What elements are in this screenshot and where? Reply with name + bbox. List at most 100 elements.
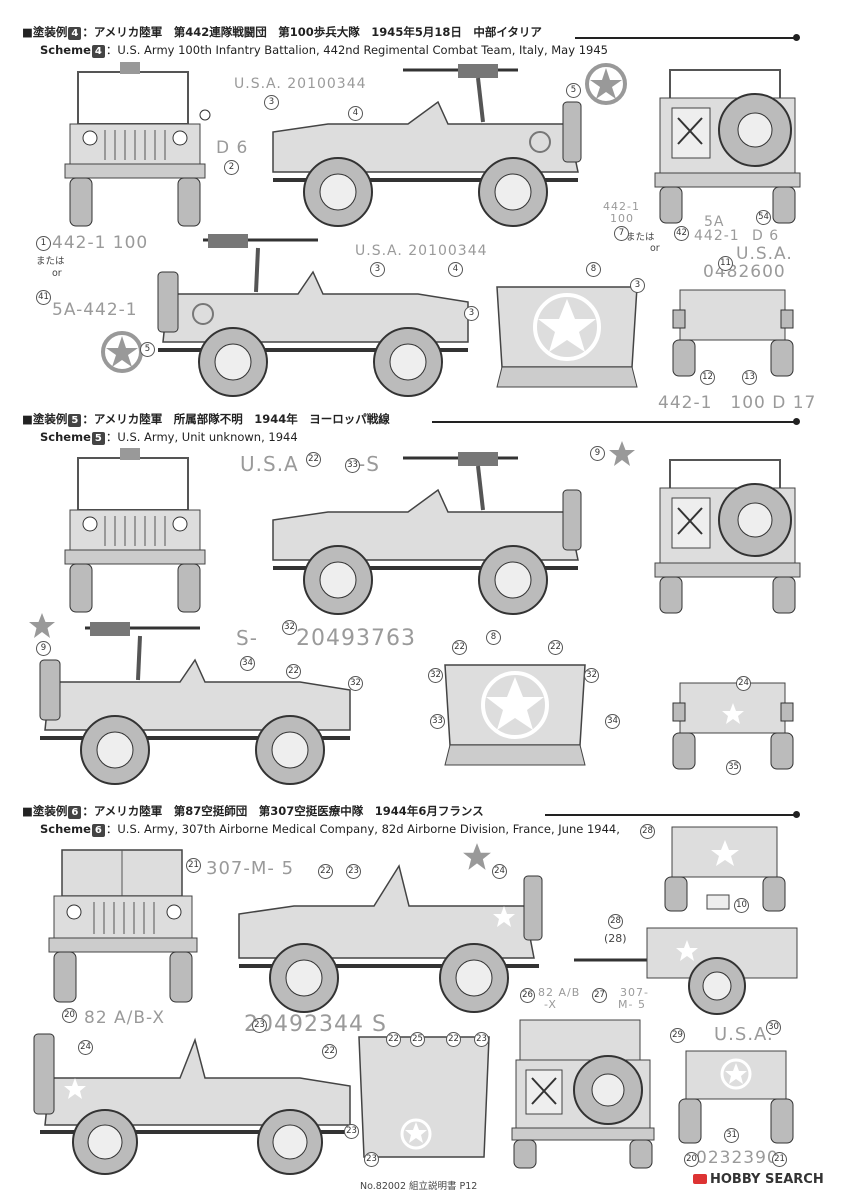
scheme4-stencil-rear-a: 442-1: [603, 200, 640, 213]
scheme6-stencil-rear-a: 82 A/B: [538, 986, 581, 999]
scheme5-callout: 22: [452, 640, 467, 655]
scheme4-stencil-alt-plate: 5A-442-1: [52, 300, 138, 320]
scheme5-callout: 32: [428, 668, 443, 683]
scheme4-stencil-rear-b: 100: [610, 212, 634, 225]
scheme5-callout: 33: [430, 714, 445, 729]
scheme6-callout: 28: [608, 914, 623, 929]
scheme4-callout: 5: [566, 83, 581, 98]
scheme5-callout: 32: [348, 676, 363, 691]
scheme4-stencil-rear-d: 442-1: [694, 228, 740, 244]
scheme5-callout: 34: [240, 656, 255, 671]
scheme5-callout: 34: [605, 714, 620, 729]
scheme6-callout: 29: [670, 1028, 685, 1043]
scheme4-callout: 8: [586, 262, 601, 277]
scheme6-callout: 26: [520, 988, 535, 1003]
scheme4-stencil-trailer-serial: 0482600: [703, 262, 786, 282]
scheme6-callout: 30: [766, 1020, 781, 1035]
scheme4-callout: 11: [718, 256, 733, 271]
scheme4-callout: 12: [700, 370, 715, 385]
scheme6-callout: 23: [364, 1152, 379, 1167]
scheme6-callout: 21: [186, 858, 201, 873]
scheme6-callout: 21: [772, 1152, 787, 1167]
scheme6-hood-view: [358, 1036, 490, 1158]
scheme5-stencil-serial-prefix: S-: [236, 626, 258, 650]
scheme4-jeep-side-view-right: [272, 64, 582, 227]
scheme5-callout: 22: [306, 452, 321, 467]
scheme6-callout: 24: [78, 1040, 93, 1055]
scheme6-callout: 22: [386, 1032, 401, 1047]
scheme6-star-marking: [463, 843, 491, 870]
scheme6-callout: 27: [592, 988, 607, 1003]
scheme4-stencil-trailer-usa: U.S.A.: [736, 244, 793, 264]
scheme4-jeep-front-view: [64, 62, 211, 227]
scheme5-callout: 9: [36, 641, 51, 656]
scheme6-jeep-rear-view: [511, 1019, 655, 1169]
scheme4-callout: 4: [348, 106, 363, 121]
scheme6-callout: 22: [322, 1044, 337, 1059]
scheme6-trailer-plate: [706, 894, 730, 910]
scheme4-callout: 4: [448, 262, 463, 277]
scheme5-callout: 9: [590, 446, 605, 461]
scheme5-star-marking: [609, 441, 635, 466]
scheme4-stencil-usa-serial-top: U.S.A. 20100344: [234, 76, 367, 92]
scheme5-stencil-usa: U.S.A: [240, 452, 299, 476]
scheme5-rule: [432, 421, 794, 423]
scheme5-stencil-s-mark: -S: [358, 452, 380, 476]
scheme6-stencil-rear-d: M- 5: [618, 998, 646, 1011]
scheme5-callout: 22: [286, 664, 301, 679]
scheme5-callout: 22: [548, 640, 563, 655]
scheme4-trailer-view: [672, 289, 794, 377]
scheme5-jeep-front-view: [64, 448, 206, 613]
scheme6-stencil-trailer-usa: U.S.A.: [714, 1024, 774, 1045]
scheme4-callout: 42: [674, 226, 689, 241]
scheme6-trailer-rear-view-2: [678, 1050, 794, 1144]
scheme6-stencil-trailer-serial: 0232390: [696, 1148, 779, 1168]
scheme6-stencil-rear-b: -X: [544, 998, 557, 1011]
scheme4-note-rear-or-jp: または: [626, 232, 655, 243]
scheme4-callout: 3: [264, 95, 279, 110]
scheme5-hood-view: [444, 664, 586, 766]
scheme6-callout: 22: [318, 864, 333, 879]
scheme4-rule: [575, 37, 795, 39]
scheme4-callout: 41: [36, 290, 51, 305]
scheme4-stencil-front-plate: 442-1 100: [52, 233, 149, 253]
scheme4-callout: 1: [36, 236, 51, 251]
scheme6-callout: 23: [344, 1124, 359, 1139]
scheme5-callout: 35: [726, 760, 741, 775]
scheme4-hood-view: [496, 286, 638, 388]
scheme4-stencil-usa-serial-lower: U.S.A. 20100344: [355, 243, 488, 259]
scheme4-note-rear-or-en: or: [650, 243, 660, 254]
scheme4-stencil-d6: D 6: [216, 138, 249, 158]
scheme6-rule: [545, 814, 795, 816]
scheme5-jeep-side-view-right: [272, 452, 582, 615]
scheme6-stencil-serial: 20492344 S: [244, 1012, 387, 1037]
scheme4-callout: 5: [140, 342, 155, 357]
scheme6-callout: 10: [734, 898, 749, 913]
scheme6-callout: 23: [474, 1032, 489, 1047]
scheme6-note-paren-28: (28): [604, 932, 627, 945]
page-footer: No.82002 組立説明書 P12: [360, 1181, 478, 1192]
scheme6-callout: 25: [410, 1032, 425, 1047]
scheme5-star-marking-2: [29, 613, 55, 638]
scheme5-callout: 32: [282, 620, 297, 635]
scheme6-callout: 23: [252, 1018, 267, 1033]
scheme6-stencil-rear-c: 307-: [620, 986, 649, 999]
scheme4-callout: 2: [224, 160, 239, 175]
scheme4-callout: 7: [614, 226, 629, 241]
scheme4-jeep-rear-view: [654, 69, 801, 224]
scheme4-callout: 13: [742, 370, 757, 385]
scheme4-callout: 3: [630, 278, 645, 293]
scheme6-jeep-side-view-right: [238, 864, 543, 1013]
scheme6-trailer-rear-view: [664, 826, 786, 912]
scheme6-stencil-front-bumper: 82 A/B-X: [84, 1008, 165, 1028]
scheme4-stencil-rear-c: 5A: [704, 214, 725, 230]
scheme6-callout: 24: [492, 864, 507, 879]
scheme6-callout: 31: [724, 1128, 739, 1143]
scheme5-rule-dot: [793, 418, 800, 425]
scheme5-callout: 24: [736, 676, 751, 691]
